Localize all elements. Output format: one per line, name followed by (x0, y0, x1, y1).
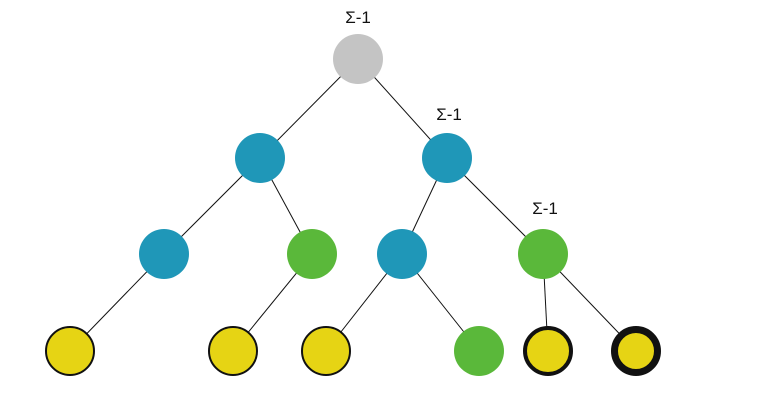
node-circle-green (454, 326, 504, 376)
node-circle-blue (235, 133, 285, 183)
node-label: Σ-1 (532, 199, 558, 218)
node-leaf5 (523, 326, 573, 376)
node-circle-gray (333, 34, 383, 84)
node-circle-yellow (301, 326, 351, 376)
node-circle-blue (377, 229, 427, 279)
node-circle-yellow (208, 326, 258, 376)
node-circle-blue (139, 229, 189, 279)
node-circle-yellow (45, 326, 95, 376)
node-label: Σ-1 (345, 8, 371, 27)
node-circle-yellow (611, 326, 661, 376)
node-leaf2 (208, 326, 258, 376)
node-l2b (287, 229, 337, 279)
node-label: Σ-1 (436, 105, 462, 124)
node-leaf4 (454, 326, 504, 376)
node-root: Σ-1 (333, 8, 383, 84)
node-leaf6 (611, 326, 661, 376)
node-l1a (235, 133, 285, 183)
node-leaf3 (301, 326, 351, 376)
node-l2d: Σ-1 (518, 199, 568, 279)
node-leaf1 (45, 326, 95, 376)
node-l2c (377, 229, 427, 279)
node-l2a (139, 229, 189, 279)
node-circle-green (518, 229, 568, 279)
node-circle-green (287, 229, 337, 279)
node-circle-yellow (523, 326, 573, 376)
node-circle-blue (422, 133, 472, 183)
node-l1b: Σ-1 (422, 105, 472, 183)
